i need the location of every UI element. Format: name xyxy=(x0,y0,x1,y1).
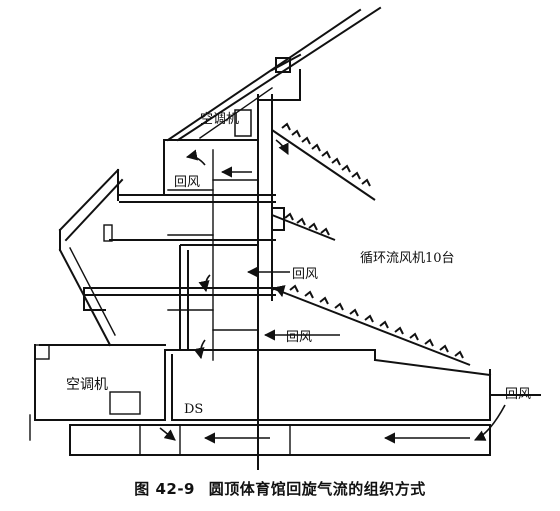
lower-seats xyxy=(289,284,464,359)
supply-arrow-mid xyxy=(271,285,286,298)
ac-room-corner xyxy=(34,344,50,360)
fan-ducts xyxy=(179,207,285,350)
roof-line-outer xyxy=(166,8,362,142)
airflow-arrows xyxy=(159,139,506,444)
cantilever-stub xyxy=(103,224,113,242)
roof-truss xyxy=(199,87,273,139)
seating xyxy=(271,122,471,366)
return-arrow-1b xyxy=(185,149,206,166)
middle-seats xyxy=(284,212,330,236)
circulation-fan-label: 循环流风机10台 xyxy=(360,251,455,266)
structure-lines xyxy=(29,6,541,470)
return-air-label-3: 回风 xyxy=(286,330,312,345)
figure-title: 圆顶体育馆回旋气流的组织方式 xyxy=(208,480,426,498)
middle-tier xyxy=(271,214,336,241)
upper-tier xyxy=(271,129,376,201)
lower-ac-unit xyxy=(109,391,141,415)
roof-line-inner xyxy=(176,6,382,142)
cantilever-slope-inner xyxy=(69,247,116,336)
figure-number: 图 42-9 xyxy=(134,480,195,498)
section-diagram: 空调机 回风 循环流风机10台 回风 回风 空调机 DS 回风 xyxy=(29,6,541,470)
upper-seats xyxy=(281,122,371,187)
figure-caption: 图 42-9 圆顶体育馆回旋气流的组织方式 xyxy=(0,478,560,499)
basement-duct xyxy=(69,424,491,456)
cantilever-top-inner xyxy=(64,178,124,242)
return-air-label-2: 回风 xyxy=(292,267,318,282)
fan-box xyxy=(271,207,285,231)
roof-vent xyxy=(275,57,291,73)
return-air-label-1: 回风 xyxy=(174,175,200,190)
lower-tier xyxy=(271,287,471,366)
cantilever-top xyxy=(58,168,120,232)
return-arrow-3b xyxy=(193,339,206,360)
ac-bottom-label: 空调机 xyxy=(66,377,108,393)
return-arrow-2b xyxy=(198,274,211,293)
ac-top-label: 空调机 xyxy=(200,112,239,127)
lower-stands xyxy=(373,358,492,377)
return-arrow-right xyxy=(473,404,506,441)
ds-label: DS xyxy=(184,402,203,417)
return-air-label-right: 回风 xyxy=(505,387,531,402)
upper-ac-unit xyxy=(234,109,252,137)
supply-arrow-top xyxy=(275,139,289,156)
duct-arrow-3 xyxy=(159,427,176,441)
